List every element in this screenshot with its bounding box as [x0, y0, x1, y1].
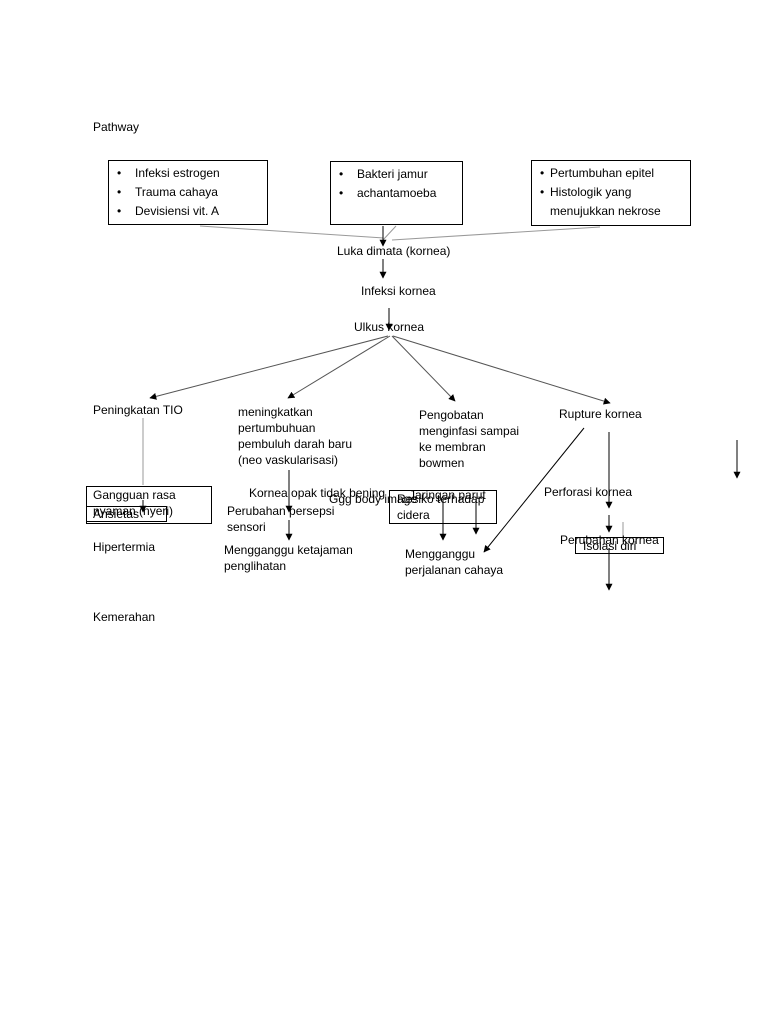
cause-trauma-cahaya: Trauma cahaya: [115, 183, 267, 202]
node-rupture-kornea: Rupture kornea: [559, 407, 642, 421]
arrow-rupture-to-cahaya: [483, 427, 585, 553]
box-ansietas: [86, 506, 167, 522]
line-box1-to-luka: [199, 225, 384, 239]
arrow-to-rupture: [392, 335, 611, 405]
node-ketajaman: Mengganggu ketajaman penglihatan: [224, 543, 353, 573]
arrow-to-pengobatan: [391, 335, 456, 402]
arrow-to-tio: [149, 335, 389, 400]
node-isolasi-diri: Isolasi diri: [583, 539, 637, 553]
cause-achantamoeba: achantamoeba: [337, 184, 462, 203]
cause-box-2: Bakteri jamur achantamoeba: [330, 161, 463, 225]
cause-histologik: Histologik yang menujukkan nekrose: [538, 183, 680, 221]
page-title: Pathway: [93, 120, 140, 134]
node-perforasi-kornea: Perforasi kornea: [544, 485, 633, 499]
node-peningkatan-tio: Peningkatan TIO: [93, 403, 183, 417]
node-infeksi-kornea: Infeksi kornea: [361, 284, 436, 298]
node-perjalanan-cahaya: Mengganggu perjalanan cahaya: [405, 547, 504, 577]
node-luka-dimata: Luka dimata (kornea): [337, 244, 451, 258]
cause-box-3: Pertumbuhan epitel Histologik yang menuj…: [531, 160, 691, 226]
line-box2-to-luka: [382, 225, 397, 241]
node-pengobatan: Pengobatan menginfasi sampai ke membran …: [419, 408, 520, 470]
node-perubahan-kornea: Perubahan kornea: [560, 533, 659, 547]
cause-infeksi-estrogen: Infeksi estrogen: [115, 164, 267, 183]
node-kemerahan: Kemerahan: [93, 610, 156, 624]
node-perubahan-persepsi: Perubahan persepsi sensori: [227, 504, 335, 534]
cause-box-1: Infeksi estrogen Trauma cahaya Devisiens…: [108, 160, 268, 225]
line-box3-to-luka: [391, 226, 601, 241]
node-gangguan-rasa-nyaman: Gangguan rasa nyaman (nyeri): [93, 488, 176, 518]
arrow-to-neovas: [287, 335, 391, 399]
box-gangguan-rasa-nyaman: [86, 486, 212, 524]
box-resiko-cidera: [389, 490, 497, 524]
node-ansietas: Ansietas: [93, 507, 140, 521]
cause-devisiensi-vit-a: Devisiensi vit. A: [115, 202, 267, 221]
box-isolasi-diri: [575, 537, 664, 554]
node-resiko-cidera: Resiko terhadap cidera: [397, 492, 485, 522]
node-ulkus-kornea: Ulkus kornea: [354, 320, 425, 334]
node-jaringan-parut: Jaringan parut: [409, 488, 486, 502]
node-neo-vaskularisasi: meningkatkan pertumbuhuan pembuluh darah…: [238, 405, 353, 467]
cause-pertumbuhan-epitel: Pertumbuhan epitel: [538, 164, 690, 183]
node-ggg-body-image: Ggg body image: [329, 492, 418, 506]
node-hipertermia: Hipertermia: [93, 540, 156, 554]
cause-bakteri-jamur: Bakteri jamur: [337, 165, 462, 184]
node-kornea-opak: Kornea opak tidak bening: [249, 486, 386, 500]
